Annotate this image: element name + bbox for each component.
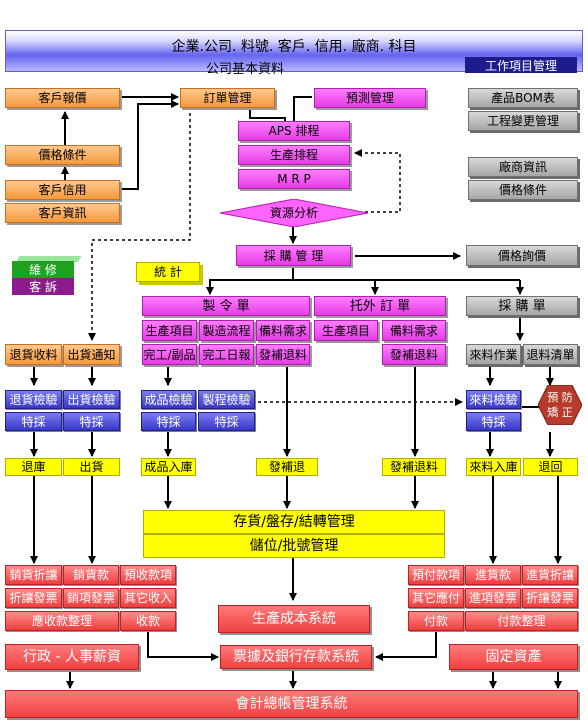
wo-supplement[interactable]: 發補退料 (256, 344, 310, 365)
customer-quote-box[interactable]: 客戶報價 (5, 88, 120, 108)
work-order-title[interactable]: 製 令 單 (142, 296, 310, 316)
vendor-price-box[interactable]: 價格條件 (468, 180, 578, 200)
return-inspection-box[interactable]: 退貨檢驗 (5, 390, 62, 409)
incoming-stock-in-box[interactable]: 來料入庫 (466, 458, 521, 476)
location-batch-box[interactable]: 儲位/批號管理 (143, 534, 445, 558)
ecn-box[interactable]: 工程變更管理 (468, 111, 578, 131)
shipment-box[interactable]: 出貨 (63, 458, 120, 476)
maintenance-label[interactable]: 維 修 (12, 261, 74, 278)
issue-return-material-box[interactable]: 發補退料 (382, 458, 446, 476)
return-receipt-box[interactable]: 退貨收料 (5, 344, 62, 365)
incoming-inspection-box[interactable]: 來料檢驗 (466, 390, 521, 409)
other-income-box[interactable]: 其它收入 (120, 588, 176, 608)
statistics-box[interactable]: 統 計 (136, 262, 200, 282)
outsource-title[interactable]: 托外 訂 單 (314, 296, 446, 316)
inventory-mgmt-box[interactable]: 存貨/盤存/結轉管理 (143, 510, 445, 534)
maintenance-cube-icon: 維 修 客 訴 (12, 256, 82, 296)
customer-credit-box[interactable]: 客戶信用 (5, 180, 120, 200)
vendor-info-box[interactable]: 廠商資訊 (468, 157, 578, 177)
header-subtitle: 公司基本資料 (205, 62, 284, 77)
process-special-box[interactable]: 特採 (198, 412, 255, 431)
ship-notice-box[interactable]: 出貨通知 (63, 344, 120, 365)
input-invoice-box[interactable]: 進項發票 (465, 588, 521, 608)
purchase-amount-box[interactable]: 進貨款 (465, 565, 521, 585)
complaint-label[interactable]: 客 訴 (12, 278, 74, 295)
purchase-mgmt-box[interactable]: 採 購 管 理 (236, 245, 351, 266)
resource-analysis-diamond[interactable] (220, 199, 368, 227)
return-warehouse-box[interactable]: 退庫 (5, 458, 62, 476)
return-special-box[interactable]: 特採 (5, 412, 62, 431)
fixed-assets-box[interactable]: 固定資產 (449, 644, 578, 670)
issue-return-box[interactable]: 發補退 (256, 458, 318, 476)
process-inspection-box[interactable]: 製程檢驗 (198, 390, 255, 409)
purchase-order-title[interactable]: 採 購 單 (466, 296, 578, 316)
wo-completion-date[interactable]: 完工日報 (199, 344, 254, 365)
customer-info-box[interactable]: 客戶資訊 (5, 203, 120, 223)
wo-finished-parts[interactable]: 完工/副品 (142, 344, 197, 365)
aps-box[interactable]: APS 排程 (238, 121, 350, 141)
os-material-needs[interactable]: 備料需求 (382, 320, 446, 341)
purchase-discount-invoice-box[interactable]: 折讓發票 (522, 588, 578, 608)
product-stock-in-box[interactable]: 成品入庫 (141, 458, 196, 476)
price-terms-box[interactable]: 價格條件 (5, 145, 120, 165)
notes-bank-box[interactable]: 票據及銀行存款系統 (220, 645, 372, 669)
production-schedule-box[interactable]: 生產排程 (238, 145, 350, 165)
ship-special-box[interactable]: 特採 (63, 412, 120, 431)
resource-analysis-label: 資源分析 (269, 206, 318, 220)
receipt-box[interactable]: 收款 (120, 611, 176, 631)
wo-production-items[interactable]: 生產項目 (142, 320, 197, 341)
product-inspection-box[interactable]: 成品檢驗 (141, 390, 196, 409)
payable-settle-box[interactable]: 付款整理 (465, 611, 578, 631)
sales-invoice-box[interactable]: 銷項發票 (63, 588, 119, 608)
return-back-box[interactable]: 退回 (523, 458, 578, 476)
sales-discount-box[interactable]: 銷貨折讓 (5, 565, 62, 585)
price-inquiry-box[interactable]: 價格詢價 (466, 245, 578, 266)
other-payable-box[interactable]: 其它應付 (408, 588, 464, 608)
sales-amount-box[interactable]: 銷貨款 (63, 565, 119, 585)
admin-hr-box[interactable]: 行政 - 人事薪資 (5, 644, 139, 670)
po-receive[interactable]: 來料作業 (466, 344, 521, 365)
os-supplement[interactable]: 發補退料 (382, 344, 446, 365)
mrp-box[interactable]: M R P (238, 169, 350, 189)
wo-process[interactable]: 製造流程 (199, 320, 254, 341)
ship-inspection-box[interactable]: 出貨檢驗 (63, 390, 120, 409)
general-ledger-box[interactable]: 會計總帳管理系統 (5, 690, 578, 718)
incoming-special-box[interactable]: 特採 (466, 412, 521, 431)
prevention-label-2: 矯 正 (547, 405, 573, 419)
order-mgmt-box[interactable]: 訂單管理 (180, 88, 275, 108)
prevention-label-1: 預 防 (547, 390, 573, 404)
prepayment-box[interactable]: 預付款項 (408, 565, 464, 585)
receivable-settle-box[interactable]: 應收款整理 (5, 611, 119, 631)
advance-receipt-box[interactable]: 預收款項 (120, 565, 176, 585)
os-production-items[interactable]: 生產項目 (314, 320, 378, 341)
product-special-box[interactable]: 特採 (141, 412, 196, 431)
forecast-mgmt-box[interactable]: 預測管理 (314, 88, 426, 108)
production-cost-box[interactable]: 生產成本系統 (218, 605, 370, 633)
bom-box[interactable]: 產品BOM表 (468, 88, 578, 108)
task-management-button[interactable]: 工作項目管理 (465, 57, 577, 73)
prevention-hexagon-icon[interactable] (538, 385, 582, 425)
po-return-list[interactable]: 退料清單 (523, 344, 578, 365)
discount-invoice-box[interactable]: 折讓發票 (5, 588, 62, 608)
header-title: 企業.公司. 料號. 客戶. 信用. 廠商. 科目 (171, 39, 417, 55)
purchase-discount-box[interactable]: 進貨折讓 (522, 565, 578, 585)
payment-box[interactable]: 付款 (408, 611, 464, 631)
wo-material-needs[interactable]: 備料需求 (256, 320, 310, 341)
